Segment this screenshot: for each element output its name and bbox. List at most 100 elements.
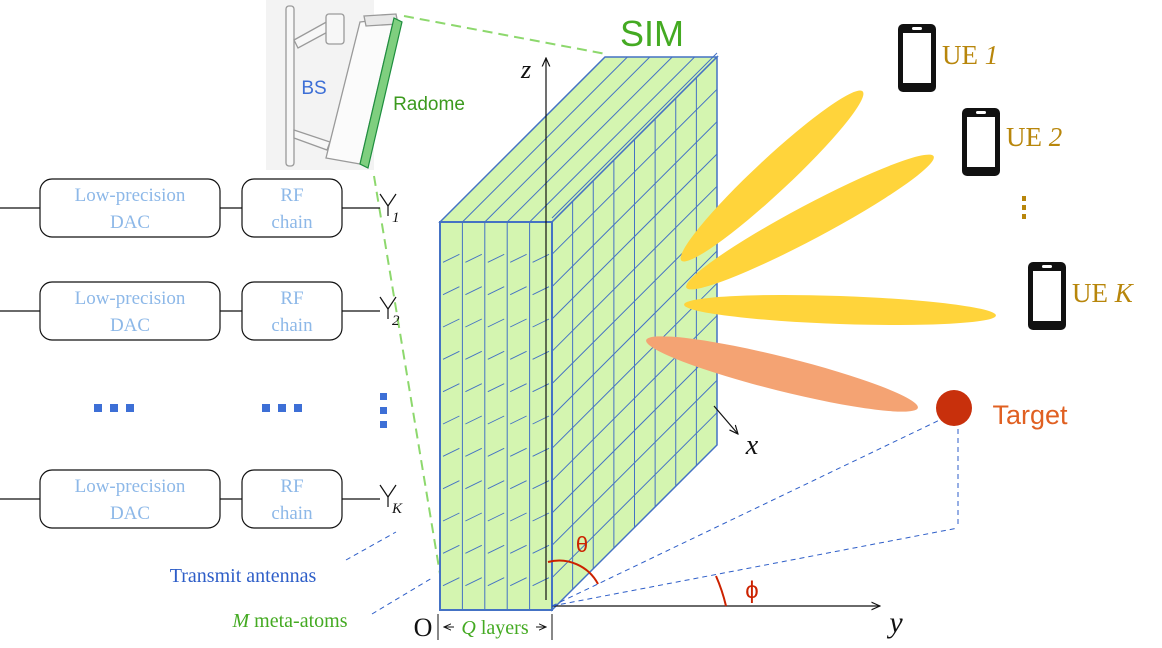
meta-atom-edge: [487, 512, 505, 522]
angle-annotations: θ ϕ: [547, 415, 959, 607]
chain-ellipsis: [94, 393, 387, 428]
origin-label: O: [414, 613, 433, 642]
meta-atom-edge: [465, 318, 482, 328]
meta-atom-edge: [442, 447, 460, 457]
ellipsis-dot: [110, 404, 118, 412]
ue-ellipsis: [1022, 196, 1026, 219]
q-layers-dimension: Q layers: [437, 614, 553, 640]
meta-atom-edge: [487, 286, 505, 296]
meta-atom-edge: [510, 318, 527, 328]
beam-ue-2: [686, 154, 934, 290]
rf-chain-label: chain: [271, 212, 313, 233]
dac-label: DAC: [110, 212, 150, 233]
coordinate-axes: z y x O: [414, 55, 904, 642]
antenna-icon: [379, 193, 397, 216]
antenna-icon: [379, 296, 397, 319]
antenna-pointer-line: [345, 531, 397, 561]
rf-chain-label: RF: [280, 185, 303, 206]
ue-device: UE 1: [898, 24, 998, 92]
meta-atom-edge: [442, 577, 460, 587]
meta-atom-grid-line: [551, 412, 718, 579]
dac-label: Low-precision: [75, 476, 186, 497]
ue-label-index: 1: [985, 40, 999, 70]
meta-atom-grid-line: [551, 88, 718, 255]
sim-stack: [438, 52, 719, 612]
los-line-target: [551, 415, 949, 607]
bs-label: BS: [301, 78, 326, 99]
rf-chain-label: RF: [280, 476, 303, 497]
meta-atom-edge: [510, 447, 527, 457]
meta-atom-edge: [465, 383, 482, 393]
meta-atom-grid-line: [551, 250, 718, 417]
rf-chain-label: chain: [271, 503, 313, 524]
meta-atom-edge: [465, 544, 482, 554]
dac-label: Low-precision: [75, 288, 186, 309]
z-axis-label: z: [520, 55, 531, 84]
bracket-clamp: [325, 13, 345, 45]
transmit-antennas-label: Transmit antennas: [170, 565, 317, 587]
rf-chain-label: chain: [271, 315, 313, 336]
meta-atom-edge: [465, 447, 482, 457]
radome-shell: [359, 17, 403, 169]
meta-atom-edge: [487, 253, 505, 263]
meta-atom-edge: [442, 544, 460, 554]
ue-device: UE 2: [962, 108, 1062, 176]
layer-separator: [462, 56, 628, 223]
meta-atom-edge: [510, 286, 527, 296]
meta-atoms-label: M meta-atoms: [232, 610, 348, 632]
meta-atom-edge: [442, 286, 460, 296]
mount-bracket-bottom: [293, 129, 331, 151]
phone-screen: [1033, 271, 1061, 321]
meta-atom-edge: [510, 383, 527, 393]
ue-label: UE 2: [1006, 122, 1062, 152]
ellipsis-dot: [380, 393, 387, 400]
layer-separator: [484, 56, 651, 223]
meta-atom-edge: [510, 253, 527, 263]
meta-atom-grid-line: [551, 153, 718, 320]
meta-atom-edge: [487, 350, 505, 360]
ue-label-prefix: UE: [1006, 122, 1049, 152]
x-axis-label: x: [745, 430, 759, 461]
ue-label-prefix: UE: [942, 40, 985, 70]
zoom-lines: [373, 15, 607, 587]
meta-atom-edge: [442, 480, 460, 490]
ellipsis-dot: [1022, 196, 1026, 201]
x-axis: [713, 405, 738, 434]
meta-atom-edge: [510, 415, 527, 425]
target-marker: [936, 390, 972, 426]
phone-speaker: [912, 27, 922, 30]
ellipsis-dot: [380, 407, 387, 414]
phone-screen: [903, 33, 931, 83]
meta-atom-edge: [487, 318, 505, 328]
meta-atom-grid-line: [551, 282, 718, 449]
meta-atom-pointer-line: [371, 577, 433, 615]
meta-atom-edge: [510, 544, 527, 554]
meta-atom-edge: [465, 286, 482, 296]
target-label: Target: [992, 400, 1068, 430]
meta-atom-edge: [442, 350, 460, 360]
beams: [646, 90, 996, 412]
ellipsis-dot: [294, 404, 302, 412]
theta-arc: [547, 559, 599, 585]
ue-label-index: K: [1114, 278, 1135, 308]
meta-atom-edge: [510, 480, 527, 490]
zoom-line-top: [403, 15, 607, 55]
meta-atom-grid-line: [551, 121, 718, 288]
theta-label: θ: [576, 532, 588, 557]
meta-atom-edge: [465, 350, 482, 360]
meta-atom-grid-line: [551, 185, 718, 352]
ellipsis-dot: [278, 404, 286, 412]
phone-screen: [967, 117, 995, 167]
zoom-line-bottom: [373, 175, 443, 587]
meta-atom-edge: [510, 350, 527, 360]
radome-label: Radome: [393, 94, 465, 115]
meta-atom-edge: [487, 577, 505, 587]
rf-chain-label: RF: [280, 288, 303, 309]
base-station: BS Radome: [266, 0, 465, 170]
meta-atom-edge: [442, 318, 460, 328]
antenna-icon: [379, 484, 397, 507]
